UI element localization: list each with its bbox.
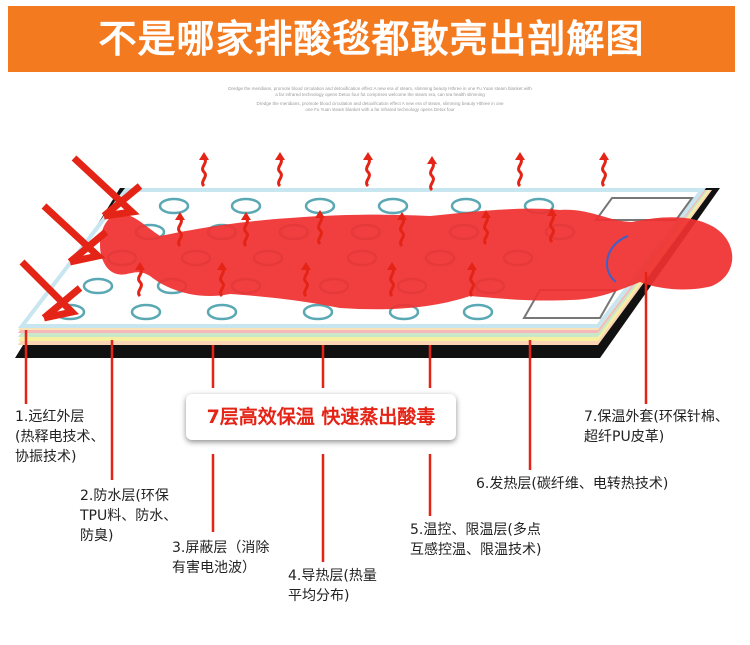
- ring: [462, 303, 494, 321]
- ring: [206, 303, 238, 321]
- layer-3-line-2: 有害电池波）: [172, 560, 256, 576]
- fine-print-line-4: one Fu Yuan steam blanket with a far inf…: [305, 107, 455, 112]
- layer-label-4: 4.导热层(热量 平均分布): [288, 566, 377, 606]
- layer-5-line-1: 温控、限温层(多点: [423, 522, 541, 538]
- heat-arrow-head: [397, 212, 407, 220]
- highlight-text: 7层高效保温 快速蒸出酸毒: [206, 406, 436, 428]
- layer-3-number: 3.: [172, 540, 186, 556]
- infrared-arrow-icon: [41, 203, 106, 266]
- heat-arrow-head: [547, 208, 557, 216]
- body-silhouette: [100, 208, 733, 310]
- layer-6-number: 6.: [476, 476, 490, 492]
- heat-arrow-head: [363, 152, 373, 160]
- layer-7-line-2: 超纤PU皮革): [584, 429, 665, 445]
- heat-arrow-head: [199, 152, 209, 160]
- layer-3-line-1: 屏蔽层（消除: [185, 540, 270, 556]
- heat-arrows: [135, 152, 609, 298]
- layer-7-line-1: 保温外套(环保针棉、: [597, 409, 729, 425]
- fine-print-line-2: a far infrared technology opens Detox fo…: [275, 92, 485, 97]
- layer-label-7: 7.保温外套(环保针棉、 超纤PU皮革): [584, 407, 729, 447]
- banner-title: 不是哪家排酸毯都敢亮出剖解图: [98, 17, 645, 61]
- heat-arrow-head: [467, 262, 477, 270]
- infrared-arrow-icon: [19, 259, 80, 322]
- pillow-outline: [594, 197, 694, 221]
- leader-lines: [24, 272, 648, 562]
- layer-2-line-2: TPU料、防水、: [80, 508, 178, 524]
- ring: [302, 303, 334, 321]
- heat-arrow-icon: [177, 216, 183, 248]
- title-banner: 不是哪家排酸毯都敢亮出剖解图: [8, 6, 735, 72]
- heat-arrow-head: [427, 156, 437, 164]
- heat-arrow-head: [387, 262, 397, 270]
- ring: [158, 197, 190, 215]
- heat-arrow-head: [481, 210, 491, 218]
- infrared-arrows: [19, 155, 143, 322]
- heat-arrow-icon: [219, 266, 225, 298]
- heat-arrow-head: [241, 212, 251, 220]
- heat-arrow-icon: [601, 156, 607, 188]
- layer-label-5: 5.温控、限温层(多点 互感控温、限温技术): [410, 520, 541, 560]
- ring: [130, 303, 162, 321]
- heat-arrow-icon: [317, 214, 323, 246]
- ring: [377, 197, 409, 215]
- heat-arrow-head: [515, 152, 525, 160]
- heat-arrow-icon: [389, 266, 395, 298]
- heat-arrow-head: [175, 212, 185, 220]
- fine-print-line-1: Dredge the meridians, promote blood circ…: [228, 86, 532, 91]
- heat-arrow-head: [599, 152, 609, 160]
- layer-1-line-2: (热释电技术、: [15, 429, 105, 445]
- heat-arrow-head: [315, 210, 325, 218]
- heat-arrow-icon: [549, 212, 555, 244]
- heat-arrow-head: [135, 262, 145, 270]
- layer-2-number: 2.: [80, 488, 94, 504]
- infrared-arrow-icon: [71, 155, 140, 220]
- head-outline: [606, 235, 629, 283]
- layer-4-number: 4.: [288, 568, 302, 584]
- layer-1-line-3: 协振技术): [15, 449, 77, 465]
- ring: [82, 277, 114, 295]
- layer-5-line-2: 互感控温、限温技术): [410, 542, 542, 558]
- layer-label-3: 3.屏蔽层（消除 有害电池波）: [172, 538, 269, 578]
- heat-arrow-icon: [303, 266, 309, 298]
- heat-arrow-icon: [399, 216, 405, 248]
- infrared-arrow-icon: [41, 285, 83, 321]
- layer-4-line-1: 导热层(热量: [301, 568, 377, 584]
- heat-arrow-icon: [277, 156, 283, 188]
- heat-arrow-icon: [469, 266, 475, 298]
- layer-2-line-1: 防水层(环保: [93, 488, 169, 504]
- layer-label-1: 1.远红外层 (热释电技术、 协振技术): [15, 407, 104, 467]
- heat-arrow-icon: [365, 156, 371, 188]
- heat-arrow-icon: [243, 216, 249, 248]
- highlight-callout: 7层高效保温 快速蒸出酸毒: [186, 394, 456, 440]
- infrared-arrow-icon: [67, 229, 109, 265]
- layer-1-number: 1.: [15, 409, 29, 425]
- fine-print-line-3: Dredge the meridians, promote blood circ…: [256, 101, 504, 106]
- layer-6-line-1: 发热层(碳纤维、电转热技术): [489, 476, 669, 492]
- layer-7-number: 7.: [584, 409, 598, 425]
- heat-arrow-icon: [483, 214, 489, 246]
- heat-arrow-head: [301, 262, 311, 270]
- layer-label-2: 2.防水层(环保 TPU料、防水、 防臭): [80, 486, 177, 546]
- heat-arrow-icon: [517, 156, 523, 188]
- layer-label-6: 6.发热层(碳纤维、电转热技术): [476, 474, 668, 494]
- layer-2-line-3: 防臭): [80, 528, 114, 544]
- heat-arrow-head: [217, 262, 227, 270]
- heat-arrow-head: [275, 152, 285, 160]
- infrared-arrow-icon: [101, 183, 143, 219]
- heat-arrow-icon: [137, 266, 143, 298]
- heat-arrow-icon: [201, 156, 207, 188]
- heat-arrow-icon: [429, 160, 435, 192]
- layer-5-number: 5.: [410, 522, 424, 538]
- layer-1-line-1: 远红外层: [28, 409, 85, 425]
- layer-4-line-2: 平均分布): [288, 588, 350, 604]
